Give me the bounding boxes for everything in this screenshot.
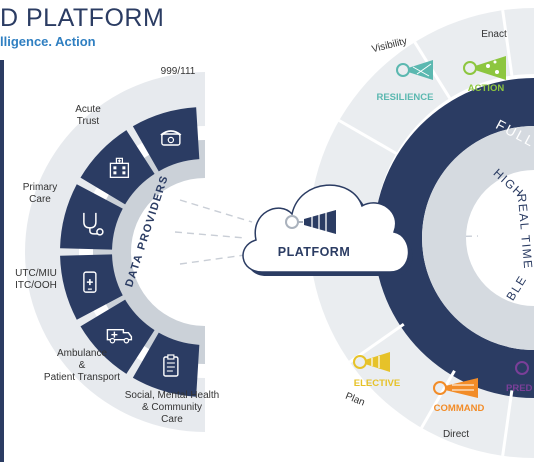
page-subtitle: lligence. Action — [0, 34, 96, 49]
provider-segments — [60, 107, 200, 397]
stethoscope-icon — [83, 212, 104, 236]
tile-command[interactable]: COMMAND — [433, 378, 485, 414]
platform-cloud[interactable]: PLATFORM — [242, 184, 413, 276]
left-edge-bar — [0, 60, 4, 462]
action-icon — [463, 56, 506, 80]
provider-label: Ambulance&Patient Transport — [43, 348, 121, 383]
hospital-icon — [109, 157, 130, 178]
tile-divider — [338, 119, 398, 155]
right-inner-band — [422, 126, 534, 350]
tile-divider — [420, 369, 456, 429]
provider-label: 999/111 — [160, 66, 196, 77]
tile-divider — [501, 9, 514, 76]
verb-enact: Enact — [481, 29, 507, 40]
platform-label: PLATFORM — [278, 245, 351, 259]
tile-label-pred: PRED — [506, 383, 533, 394]
mobile-phone-icon — [83, 271, 97, 293]
provider-segment[interactable] — [80, 130, 155, 205]
pred-icon — [515, 361, 529, 375]
provider-icons — [83, 130, 182, 377]
provider-segment[interactable] — [80, 299, 155, 374]
band-label-real-time: REAL TIME — [515, 193, 534, 270]
tile-label-elective: ELECTIVE — [354, 378, 400, 389]
right-dark-band — [374, 78, 534, 398]
tile-elective[interactable]: ELECTIVE — [353, 352, 400, 389]
platform-logo-icon — [285, 210, 336, 234]
tile-label-resilience: RESILIENCE — [376, 92, 433, 103]
resilience-icon — [396, 60, 433, 80]
tile-pred[interactable]: PRED — [506, 361, 533, 394]
tile-label-action: ACTION — [468, 83, 505, 94]
ambulance-icon — [106, 328, 133, 344]
verb-direct: Direct — [443, 429, 469, 440]
tile-divider — [501, 390, 514, 457]
right-outer-band — [309, 8, 534, 458]
left-outer-band — [25, 72, 205, 432]
provider-segment[interactable] — [60, 184, 123, 250]
provider-segment[interactable] — [132, 107, 200, 172]
command-icon — [433, 378, 478, 398]
tile-label-command: COMMAND — [434, 403, 485, 414]
verb-plan: Plan — [344, 391, 367, 409]
elective-icon — [353, 352, 390, 372]
page-title: D PLATFORM — [0, 4, 165, 32]
provider-segment[interactable] — [60, 254, 123, 320]
tile-dividers — [338, 9, 514, 457]
tile-action[interactable]: ACTION — [463, 56, 506, 94]
band-label-ble: BLE — [503, 273, 529, 303]
provider-segment[interactable] — [132, 332, 200, 397]
clipboard-icon — [163, 354, 179, 377]
tile-resilience[interactable]: RESILIENCE — [376, 60, 448, 106]
phone-icon — [160, 130, 182, 146]
